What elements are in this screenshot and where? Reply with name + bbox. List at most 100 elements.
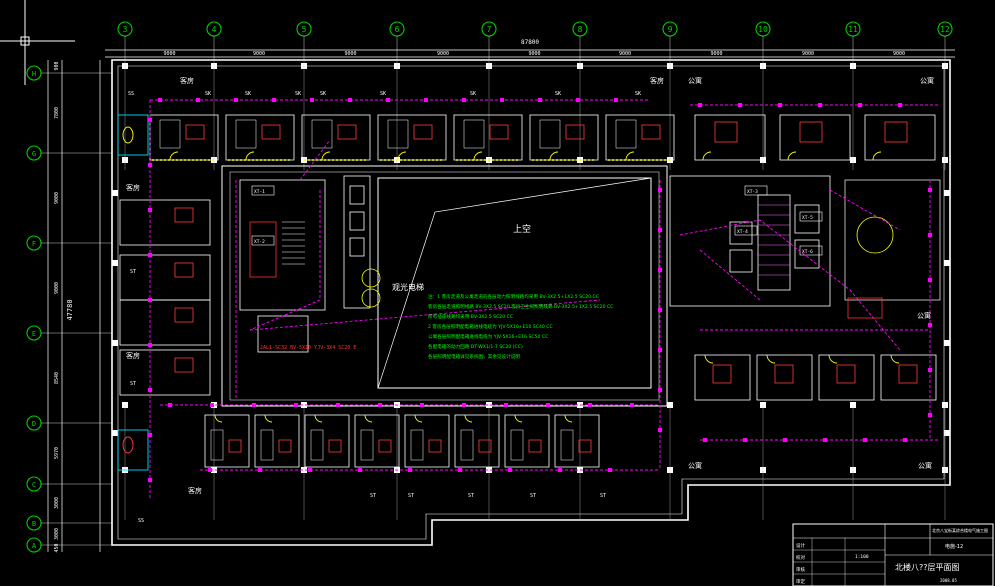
- inner-ring: [221, 165, 668, 407]
- room-labels: 客房 客房 客房 客房 客房 公寓 公寓 公寓 公寓 公寓: [126, 76, 934, 495]
- wiring-node: [148, 298, 152, 302]
- distribution-box: [799, 211, 823, 222]
- guest-room: [204, 414, 250, 468]
- wiring-node: [658, 388, 662, 392]
- right-core: [669, 175, 831, 307]
- room-label: 客房: [188, 486, 202, 495]
- apartment: [844, 179, 941, 301]
- wiring-node: [588, 403, 592, 407]
- axis-label: 5: [302, 25, 307, 34]
- door-swing: [364, 414, 373, 423]
- title-row-label: 校对: [796, 554, 805, 561]
- wiring-node: [783, 438, 787, 442]
- bathroom: [310, 429, 324, 461]
- wiring-node: [903, 438, 907, 442]
- apartment: [779, 114, 851, 161]
- bottom-guest-rooms: [204, 414, 600, 468]
- wiring-node: [378, 403, 382, 407]
- left-total-dimension: 47780: [66, 299, 74, 320]
- room-code: SK: [205, 91, 211, 97]
- axis-label: 12: [940, 25, 950, 34]
- dimension-label: 9000: [344, 51, 356, 57]
- wiring-node: [508, 468, 512, 472]
- column: [112, 260, 118, 266]
- room-label: 客房: [650, 76, 664, 85]
- toilet: [122, 436, 134, 454]
- room-label: 客房: [126, 183, 140, 192]
- door-swing: [169, 151, 179, 161]
- design-notes: 注：1 客房走道及公寓走道的各层动力照明线路均采用 BV-3X2.5+1X2.5…: [428, 293, 613, 360]
- door-swing: [464, 414, 473, 423]
- room-code: ST: [130, 269, 136, 275]
- title-scale: 1:100: [855, 554, 869, 560]
- door-swing: [245, 151, 255, 161]
- apartment: [694, 114, 766, 161]
- wiring-node: [208, 468, 212, 472]
- room-label: 公寓: [688, 76, 702, 85]
- wiring-node: [928, 188, 932, 192]
- room-code: SK: [635, 91, 641, 97]
- wiring-node: [863, 438, 867, 442]
- guest-room: [304, 414, 350, 468]
- door-swing: [321, 151, 331, 161]
- column: [112, 430, 118, 436]
- project-name: 北京八宝街某综合楼电气施工图: [932, 527, 988, 533]
- door-swing: [549, 151, 559, 161]
- bathroom: [539, 119, 561, 149]
- guest-room: [354, 414, 400, 468]
- bathroom: [387, 119, 409, 149]
- door-swing: [564, 414, 573, 423]
- distribution-box-label: XT-1: [254, 189, 265, 195]
- wiring-node: [504, 403, 508, 407]
- wiring-node: [358, 468, 362, 472]
- bathroom: [311, 119, 333, 149]
- guest-room: [119, 199, 211, 246]
- room-code: ST: [408, 493, 414, 499]
- distribution-box: [799, 245, 823, 256]
- axis-label: 9: [668, 25, 673, 34]
- bathroom: [235, 119, 257, 149]
- axis-label: A: [32, 542, 37, 550]
- bed: [378, 439, 392, 453]
- wiring-node: [308, 468, 312, 472]
- note-line: 公寓各层照明配电箱进线电缆为 YJV-5X16+E16 SC50 CC: [428, 333, 548, 340]
- wiring-node: [898, 103, 902, 107]
- wiring-node: [148, 478, 152, 482]
- room-label: 客房: [180, 76, 194, 85]
- room-code: SS: [138, 518, 144, 524]
- building-outline: [111, 59, 951, 546]
- drawing-title: 北楼八??层平面图: [895, 562, 960, 572]
- wiring-node: [252, 403, 256, 407]
- door-swing: [264, 414, 273, 423]
- door-swing: [397, 151, 407, 161]
- bed: [428, 439, 442, 453]
- room-code: SS: [128, 91, 134, 97]
- wiring-node: [823, 438, 827, 442]
- wiring-node: [928, 368, 932, 372]
- distribution-box-label: XT-4: [737, 229, 748, 235]
- bed: [413, 124, 433, 140]
- dimension-label: 900: [54, 61, 60, 70]
- dimension-label: 9000: [802, 51, 814, 57]
- room-code: ST: [130, 381, 136, 387]
- distribution-box-label: XT-3: [747, 189, 758, 195]
- door-swing: [704, 354, 714, 364]
- bed: [565, 124, 585, 140]
- door-swing: [514, 414, 523, 423]
- bed: [228, 439, 242, 453]
- axis-label: 7: [487, 25, 492, 34]
- atrium-void: 上空: [377, 177, 652, 389]
- bathroom: [117, 429, 149, 471]
- bed: [714, 121, 738, 143]
- bed: [174, 357, 194, 373]
- guest-room: [254, 414, 300, 468]
- axis-label: G: [32, 150, 36, 158]
- top-total-dimension: 87800: [521, 39, 539, 46]
- wiring-node: [614, 98, 618, 102]
- room-label: 公寓: [918, 461, 932, 470]
- wiring-node: [148, 163, 152, 167]
- wiring-node: [258, 468, 262, 472]
- bed: [641, 124, 661, 140]
- room-code: SK: [555, 91, 561, 97]
